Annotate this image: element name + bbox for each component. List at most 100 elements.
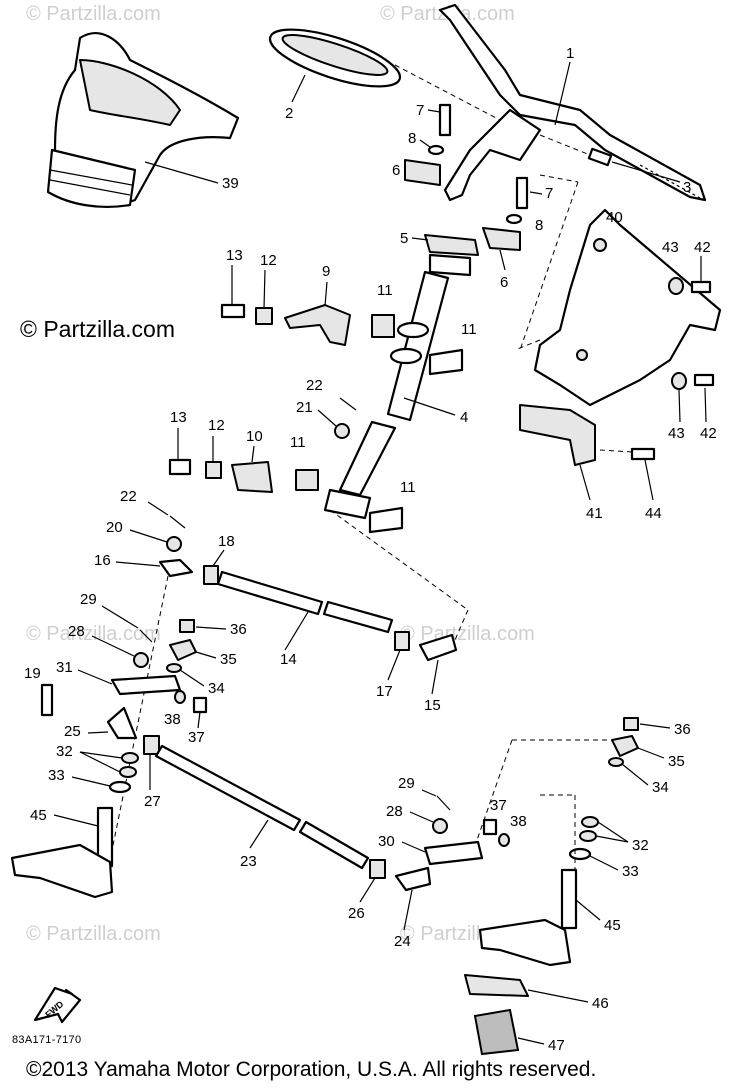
part-22-cotter-a: [339, 397, 357, 411]
label-40: 40: [606, 209, 623, 226]
label-8b: 8: [535, 217, 543, 234]
label-29b: 29: [398, 775, 415, 792]
part-13-bolt-b: [168, 458, 192, 476]
label-41: 41: [586, 505, 603, 522]
label-6a: 6: [392, 162, 400, 179]
label-34a: 34: [208, 680, 225, 697]
fwd-arrow-icon: FWD: [33, 986, 82, 1024]
label-33b: 33: [622, 863, 639, 880]
part-6-clamp-b: [482, 227, 521, 251]
label-38a: 38: [164, 711, 181, 728]
label-17: 17: [376, 683, 393, 700]
label-11c: 11: [290, 434, 306, 451]
part-39-handle-cover: [46, 32, 240, 208]
label-11b: 11: [461, 321, 477, 338]
part-12-nut-b: [205, 461, 222, 479]
label-36a: 36: [230, 621, 247, 638]
label-37b: 37: [490, 797, 507, 814]
label-34b: 34: [652, 779, 669, 796]
label-45a: 45: [30, 807, 47, 824]
part-16-tie-rod-end: [158, 558, 194, 578]
part-8-washer-a: [427, 144, 445, 156]
part-10-bracket: [231, 461, 273, 493]
label-28a: 28: [68, 623, 85, 640]
label-11d: 11: [400, 479, 416, 496]
part-2-pad: [268, 28, 402, 88]
part-42-screw-b: [693, 373, 715, 387]
part-42-screw-a: [690, 280, 712, 294]
part-17-nut: [394, 631, 410, 651]
label-26: 26: [348, 905, 365, 922]
label-16: 16: [94, 552, 111, 569]
part-6-clamp-a: [404, 159, 441, 186]
label-3: 3: [683, 179, 691, 196]
label-33a: 33: [48, 767, 65, 784]
label-43a: 43: [662, 239, 679, 256]
part-40-panel: [533, 208, 722, 407]
part-31-pitman-arm: [110, 674, 182, 696]
label-9: 9: [322, 263, 330, 280]
label-14: 14: [280, 651, 297, 668]
part-43-collar-a: [668, 277, 684, 295]
part-9-bracket: [284, 304, 351, 346]
label-13b: 13: [170, 409, 187, 426]
label-47: 47: [548, 1037, 565, 1054]
part-11-bush-a: [371, 314, 395, 338]
part-26-nut: [369, 859, 386, 879]
label-46: 46: [592, 995, 609, 1012]
label-27: 27: [144, 793, 161, 810]
label-29a: 29: [80, 591, 97, 608]
label-36b: 36: [674, 721, 691, 738]
part-28-nut-a: [133, 652, 149, 668]
part-32-washer-b: [579, 816, 599, 842]
label-28b: 28: [386, 803, 403, 820]
part-3-bolt: [587, 147, 613, 167]
label-22a: 22: [306, 377, 323, 394]
watermark: © Partzilla.com: [400, 623, 535, 645]
part-24-ball-joint: [394, 866, 432, 892]
part-13-bolt-a: [220, 303, 246, 319]
label-10: 10: [246, 428, 263, 445]
label-23: 23: [240, 853, 257, 870]
part-41-bracket: [519, 404, 596, 466]
label-20: 20: [106, 519, 123, 536]
part-21-nut: [334, 423, 350, 439]
label-7b: 7: [545, 185, 553, 202]
label-22b: 22: [120, 488, 137, 505]
label-31: 31: [56, 659, 73, 676]
part-36-nut-b: [623, 717, 639, 731]
part-11-bush-b: [428, 348, 464, 376]
label-43b: 43: [668, 425, 685, 442]
label-2: 2: [285, 105, 293, 122]
label-21: 21: [296, 399, 313, 416]
part-7-bolt-a: [438, 103, 452, 137]
part-5-column-clamp: [424, 234, 479, 277]
label-13a: 13: [226, 247, 243, 264]
part-47-cap: [473, 1008, 520, 1056]
part-37-bolt-a: [192, 696, 208, 714]
label-15: 15: [424, 697, 441, 714]
part-45-spindle-right: [478, 868, 578, 967]
part-33-washer-b: [568, 847, 592, 861]
part-35-arm-a: [169, 639, 197, 661]
part-8-washer-b: [505, 213, 523, 225]
copyright-notice: ©2013 Yamaha Motor Corporation, U.S.A. A…: [26, 1058, 597, 1081]
label-25: 25: [64, 723, 81, 740]
label-39: 39: [222, 175, 239, 192]
label-45b: 45: [604, 917, 621, 934]
watermark: © Partzilla.com: [26, 3, 161, 25]
part-29-cotter-a: [139, 629, 153, 643]
part-33-washer-a: [108, 780, 132, 794]
label-30: 30: [378, 833, 395, 850]
label-42a: 42: [694, 239, 711, 256]
part-44-bolt: [630, 447, 656, 461]
label-35b: 35: [668, 753, 685, 770]
part-38-collar-a: [174, 690, 186, 704]
label-12b: 12: [208, 417, 225, 434]
part-29-cotter-b: [436, 795, 451, 811]
label-42b: 42: [700, 425, 717, 442]
label-35a: 35: [220, 651, 237, 668]
label-11a: 11: [377, 282, 393, 299]
part-11-bush-d: [368, 506, 404, 534]
